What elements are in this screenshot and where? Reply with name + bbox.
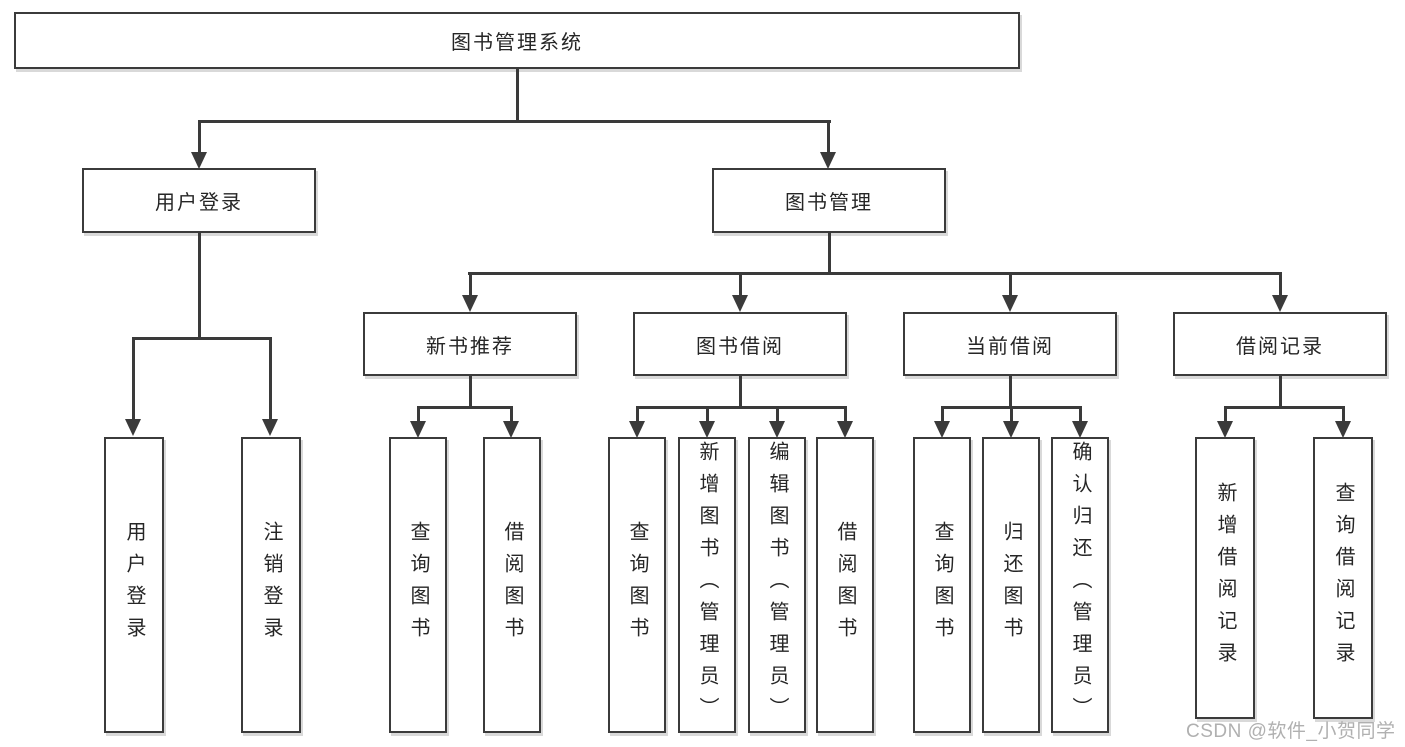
leaf-add-books-admin: 新增图书（管理员） [678, 437, 736, 733]
connector-line [1342, 406, 1345, 422]
connector-line [132, 337, 272, 340]
connector-line [468, 272, 1282, 275]
leaf-borrow-books: 借阅图书 [816, 437, 874, 733]
node-user-login: 用户登录 [82, 168, 316, 233]
arrow-down-icon [1072, 421, 1088, 438]
connector-line [469, 375, 472, 408]
arrow-down-icon [699, 421, 715, 438]
node-library-system-label: 图书管理系统 [451, 32, 583, 54]
leaf-query-books-borrow: 查询图书 [608, 437, 666, 733]
leaf-borrow-books-recommend: 借阅图书 [483, 437, 541, 733]
leaf-query-books-current: 查询图书 [913, 437, 971, 733]
node-new-book-recommend: 新书推荐 [363, 312, 577, 376]
node-book-management: 图书管理 [712, 168, 946, 233]
connector-line [132, 337, 135, 420]
arrow-down-icon [410, 421, 426, 438]
csdn-watermark: CSDN @软件_小贺同学 [1186, 721, 1396, 742]
arrow-down-icon [769, 421, 785, 438]
arrow-down-icon [125, 419, 141, 436]
arrow-down-icon [837, 421, 853, 438]
arrow-down-icon [1002, 295, 1018, 312]
leaf-logout-label: 注销登录 [260, 521, 282, 649]
leaf-return-books-label: 归还图书 [1000, 521, 1022, 649]
node-book-borrow: 图书借阅 [633, 312, 847, 376]
arrow-down-icon [1335, 421, 1351, 438]
leaf-add-borrow-record-label: 新增借阅记录 [1214, 482, 1236, 674]
connector-line [776, 406, 779, 422]
node-library-system: 图书管理系统 [14, 12, 1020, 69]
node-book-management-label: 图书管理 [785, 192, 873, 214]
arrow-down-icon [462, 295, 478, 312]
connector-line [828, 232, 831, 274]
connector-line [198, 120, 831, 123]
arrow-down-icon [1217, 421, 1233, 438]
arrow-down-icon [191, 152, 207, 169]
connector-line [1010, 406, 1013, 422]
arrow-down-icon [1003, 421, 1019, 438]
connector-line [706, 406, 709, 422]
connector-line [941, 406, 944, 422]
connector-line [510, 406, 513, 422]
connector-line [1079, 406, 1082, 422]
arrow-down-icon [820, 152, 836, 169]
connector-line [1009, 375, 1012, 408]
node-current-borrow-label: 当前借阅 [966, 335, 1054, 358]
connector-line [636, 406, 639, 422]
leaf-borrow-books-recommend-label: 借阅图书 [501, 521, 523, 649]
connector-line [198, 232, 201, 339]
arrow-down-icon [934, 421, 950, 438]
connector-line [1279, 375, 1282, 408]
node-book-borrow-label: 图书借阅 [696, 335, 784, 358]
node-borrow-records: 借阅记录 [1173, 312, 1387, 376]
leaf-user-login: 用户登录 [104, 437, 164, 733]
node-user-login-label: 用户登录 [155, 192, 243, 214]
connector-line [1279, 272, 1282, 296]
connector-line [269, 337, 272, 420]
leaf-query-books-borrow-label: 查询图书 [626, 521, 648, 649]
connector-line [1224, 406, 1227, 422]
leaf-user-login-label: 用户登录 [123, 521, 145, 649]
connector-line [1224, 406, 1345, 409]
leaf-add-books-admin-label: 新增图书（管理员） [696, 441, 718, 729]
leaf-borrow-books-label: 借阅图书 [834, 521, 856, 649]
connector-line [844, 406, 847, 422]
connector-line [516, 68, 519, 122]
connector-line [636, 406, 847, 409]
arrow-down-icon [732, 295, 748, 312]
connector-line [739, 272, 742, 296]
connector-line [827, 120, 830, 154]
leaf-query-books-recommend-label: 查询图书 [407, 521, 429, 649]
leaf-edit-books-admin: 编辑图书（管理员） [748, 437, 806, 733]
leaf-query-books-current-label: 查询图书 [931, 521, 953, 649]
leaf-edit-books-admin-label: 编辑图书（管理员） [766, 441, 788, 729]
arrow-down-icon [503, 421, 519, 438]
connector-line [417, 406, 420, 422]
connector-line [739, 375, 742, 408]
leaf-add-borrow-record: 新增借阅记录 [1195, 437, 1255, 719]
node-current-borrow: 当前借阅 [903, 312, 1117, 376]
leaf-confirm-return-admin-label: 确认归还（管理员） [1069, 441, 1091, 729]
leaf-logout: 注销登录 [241, 437, 301, 733]
node-new-book-recommend-label: 新书推荐 [426, 335, 514, 358]
arrow-down-icon [1272, 295, 1288, 312]
leaf-return-books: 归还图书 [982, 437, 1040, 733]
connector-line [469, 272, 472, 296]
arrow-down-icon [262, 419, 278, 436]
connector-line [417, 406, 513, 409]
arrow-down-icon [629, 421, 645, 438]
node-borrow-records-label: 借阅记录 [1236, 335, 1324, 358]
leaf-query-borrow-record: 查询借阅记录 [1313, 437, 1373, 719]
leaf-confirm-return-admin: 确认归还（管理员） [1051, 437, 1109, 733]
connector-line [1009, 272, 1012, 296]
leaf-query-books-recommend: 查询图书 [389, 437, 447, 733]
leaf-query-borrow-record-label: 查询借阅记录 [1332, 482, 1354, 674]
connector-line [198, 120, 201, 154]
